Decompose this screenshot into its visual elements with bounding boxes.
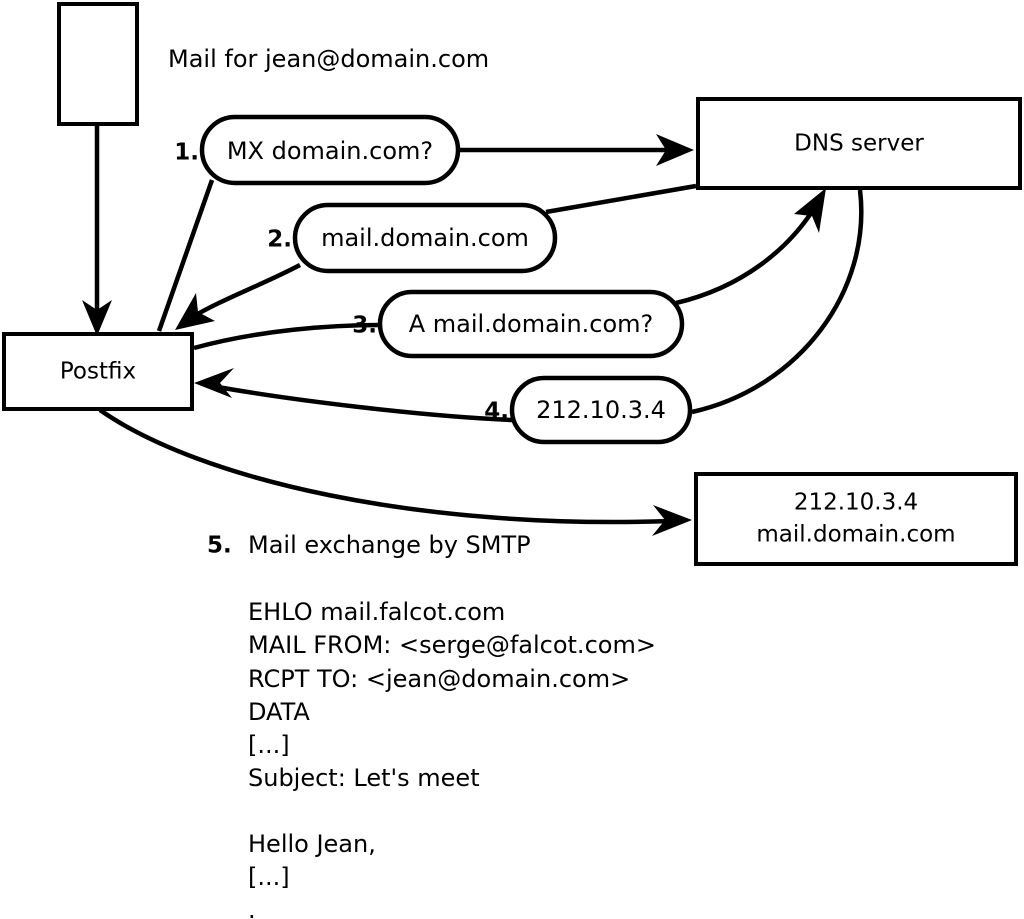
arrowhead-step4-to-postfix — [194, 368, 234, 398]
connector-step4-bubble-to-postfix — [211, 383, 513, 423]
bubble-step1-label: MX domain.com? — [227, 137, 433, 165]
smtp-line-9: . — [248, 896, 256, 919]
connector-step3-bubble-to-dns — [675, 200, 820, 306]
bubble-step3 — [377, 289, 685, 359]
bubble-step3-label: A mail.domain.com? — [409, 310, 654, 338]
arrowhead-step1-to-dns — [656, 134, 694, 166]
bubble-step4 — [509, 375, 693, 445]
caption-mail-for: Mail for jean@domain.com — [168, 45, 489, 73]
smtp-line-8: [...] — [248, 863, 290, 891]
node-postfix-box — [2, 332, 194, 411]
connector-step3-postfix-to-bubble — [193, 322, 383, 351]
bubble-step1 — [199, 114, 461, 186]
smtp-line-1: MAIL FROM: <serge@falcot.com> — [248, 631, 656, 659]
bubble-step2-label: mail.domain.com — [321, 224, 529, 252]
smtp-line-7: Hello Jean, — [248, 830, 376, 858]
arrowhead-step2-to-postfix — [175, 293, 215, 330]
connector-step1-postfix-to-mx — [156, 179, 215, 332]
step3-number: 3. — [352, 313, 377, 339]
connector-step2-dns-to-bubble — [545, 183, 697, 215]
step2-number: 2. — [267, 227, 292, 253]
step4-number: 4. — [484, 399, 509, 425]
connector-step4-dns-to-bubble — [691, 189, 864, 415]
smtp-line-3: DATA — [248, 698, 310, 726]
node-sender-box — [57, 2, 139, 126]
step1-number: 1. — [174, 140, 199, 166]
arrowhead-step3-to-dns — [794, 188, 826, 233]
bubble-step4-label: 212.10.3.4 — [536, 396, 666, 424]
node-mailserver-host: mail.domain.com — [756, 522, 955, 548]
step5-label: Mail exchange by SMTP — [248, 531, 531, 559]
connector-step2-bubble-to-postfix — [189, 263, 302, 320]
smtp-line-5: Subject: Let's meet — [248, 764, 480, 792]
connector-step5-postfix-to-mailserver — [98, 408, 673, 525]
bubble-step2 — [292, 202, 558, 274]
node-dns-box — [696, 97, 1022, 190]
arrowhead-step5-to-mailserver — [652, 505, 692, 536]
step5-number: 5. — [207, 533, 232, 559]
smtp-line-0: EHLO mail.falcot.com — [248, 598, 505, 626]
node-dns-label: DNS server — [794, 131, 924, 157]
node-postfix-label: Postfix — [60, 359, 136, 385]
arrowhead-sender-to-postfix — [82, 300, 112, 336]
smtp-line-4: [...] — [248, 731, 290, 759]
node-mailserver-ip: 212.10.3.4 — [794, 490, 918, 516]
smtp-line-2: RCPT TO: <jean@domain.com> — [248, 665, 630, 693]
node-mailserver-box — [694, 472, 1018, 566]
